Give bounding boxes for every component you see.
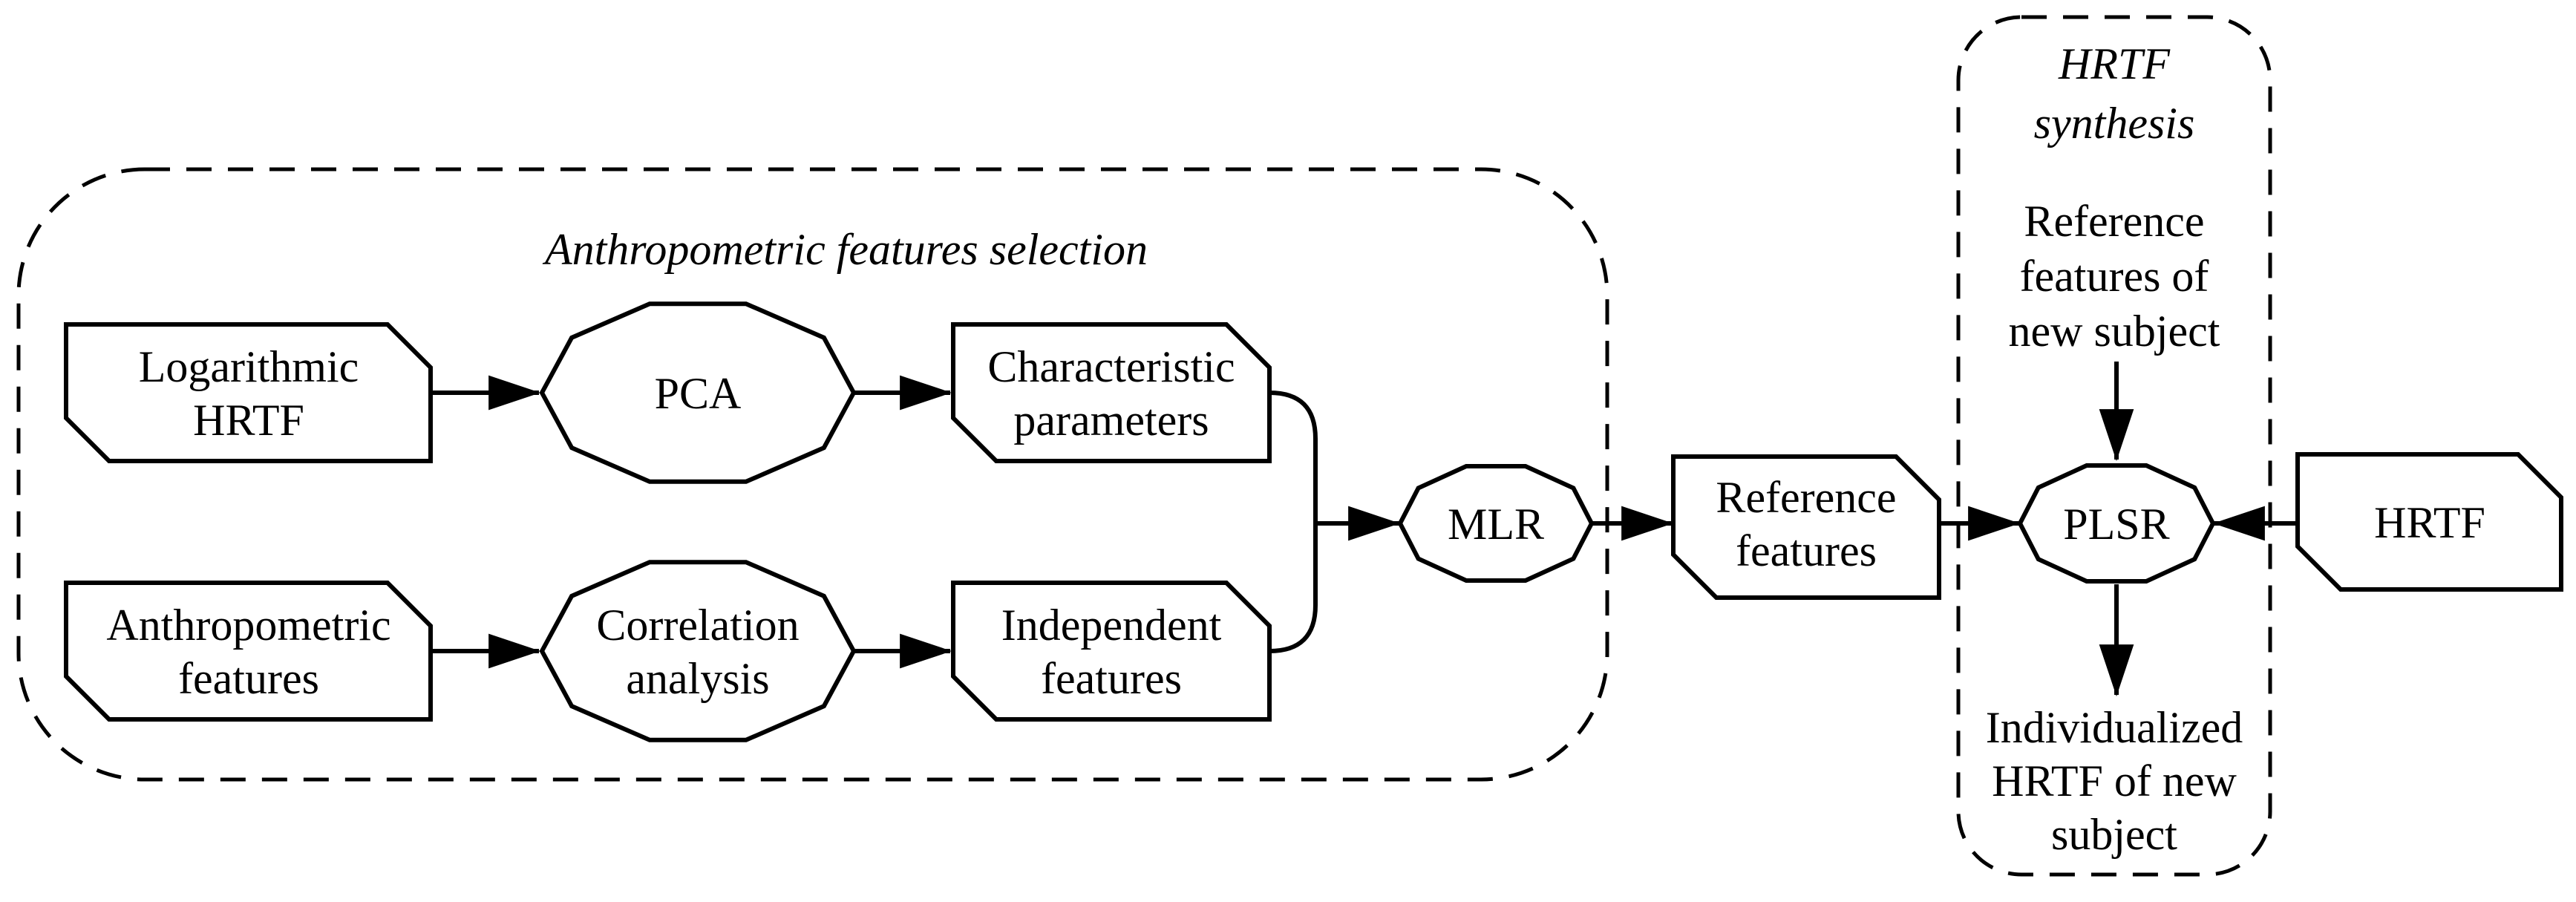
logarithmic-hrtf-label-line1: Logarithmic: [139, 342, 359, 391]
correlation-analysis-label-line1: Correlation: [596, 601, 799, 650]
mlr-label: MLR: [1448, 500, 1544, 549]
anthropometric-selection-title: Anthropometric features selection: [542, 225, 1148, 274]
reference-features-new-subject-line3: new subject: [2009, 307, 2220, 356]
anthropometric-selection-container: [16, 167, 1609, 782]
hrtf-synthesis-container: [1956, 15, 2272, 877]
individualized-hrtf-line1: Individualized: [1986, 703, 2243, 752]
anthropometric-features-label-line1: Anthropometric: [106, 601, 390, 650]
correlation-analysis-decagon: [539, 560, 857, 742]
characteristic-parameters-box: [951, 322, 1272, 463]
plsr-decagon: [2017, 463, 2216, 584]
reference-features-label-line2: features: [1736, 526, 1877, 575]
characteristic-parameters-label-line2: parameters: [1013, 396, 1209, 445]
anthropometric-features-box: [64, 581, 433, 722]
logarithmic-hrtf-box: [64, 322, 433, 463]
mlr-decagon: [1397, 464, 1595, 583]
reference-features-new-subject-line1: Reference: [2024, 197, 2204, 246]
reference-features-new-subject-line2: features of: [2020, 252, 2209, 301]
individualized-hrtf-line3: subject: [2051, 810, 2177, 859]
reference-features-label-line1: Reference: [1716, 473, 1896, 522]
independent-features-label-line2: features: [1041, 654, 1182, 703]
pca-label: PCA: [655, 369, 742, 418]
pca-decagon: [539, 301, 857, 484]
reference-features-box: [1671, 454, 1941, 600]
anthropometric-features-label-line2: features: [178, 654, 319, 703]
logarithmic-hrtf-label-line2: HRTF: [193, 396, 304, 445]
individualized-hrtf-line2: HRTF of new: [1992, 756, 2237, 805]
hrtf-synthesis-title-line1: HRTF: [2058, 39, 2171, 88]
hrtf-synthesis-title-line2: synthesis: [2034, 99, 2195, 148]
plsr-label: PLSR: [2063, 500, 2169, 549]
connector-merge-bracket: [1269, 390, 1318, 653]
characteristic-parameters-label-line1: Characteristic: [987, 342, 1235, 391]
independent-features-box: [951, 581, 1272, 722]
correlation-analysis-label-line2: analysis: [626, 654, 769, 703]
hrtf-input-box: [2295, 452, 2563, 592]
hrtf-input-label: HRTF: [2374, 498, 2485, 547]
independent-features-label-line1: Independent: [1001, 601, 1222, 650]
